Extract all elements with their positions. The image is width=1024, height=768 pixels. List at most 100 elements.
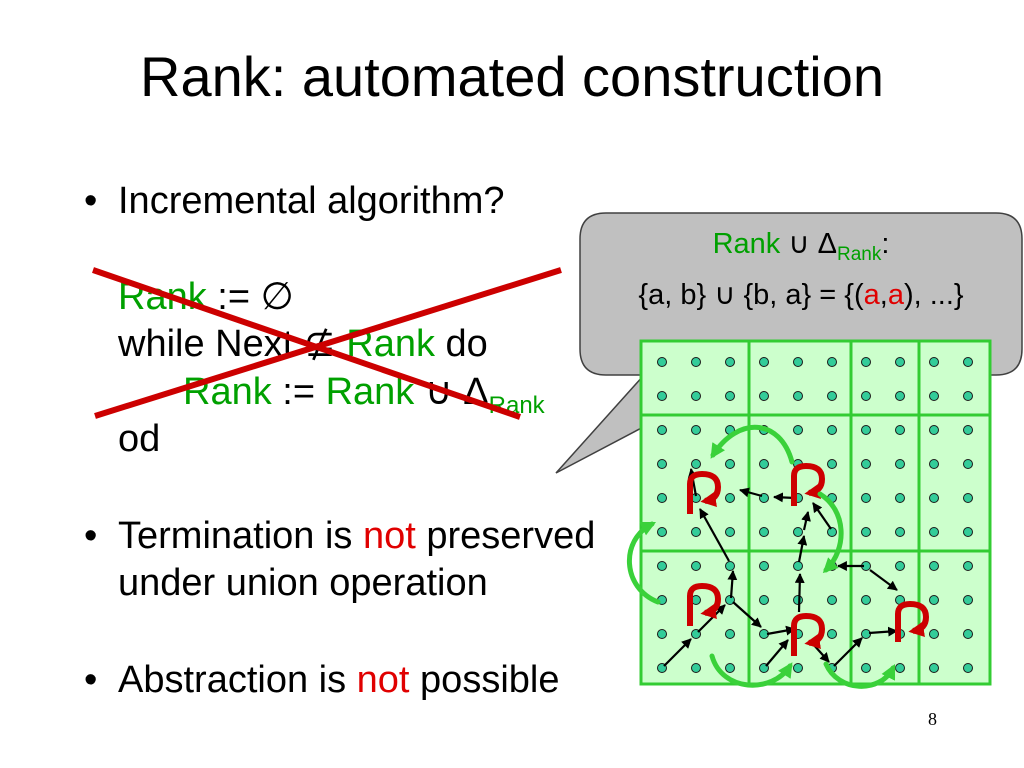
grid-dot bbox=[691, 357, 701, 367]
transition-arrow bbox=[868, 626, 898, 637]
grid-dot bbox=[929, 595, 939, 605]
do-keyword: do bbox=[445, 323, 488, 365]
transition-arrow bbox=[727, 570, 738, 599]
grid-dot bbox=[861, 561, 871, 571]
colon: : bbox=[881, 228, 890, 260]
abstract-transition-arrow bbox=[709, 653, 793, 688]
grid-dot bbox=[793, 561, 803, 571]
pair-element: a bbox=[863, 279, 880, 311]
bullet-item-abstraction: •Abstraction is not possible bbox=[84, 659, 560, 701]
transition-arrow bbox=[794, 573, 805, 613]
grid-dot bbox=[963, 561, 973, 571]
grid-dot bbox=[929, 663, 939, 673]
grid-dot bbox=[691, 527, 701, 537]
grid-dot bbox=[895, 459, 905, 469]
grid-dot bbox=[827, 663, 837, 673]
bullet-marker: • bbox=[84, 180, 98, 222]
grid-dot bbox=[895, 527, 905, 537]
grid-dot bbox=[657, 527, 667, 537]
grid-dot bbox=[657, 459, 667, 469]
bullet-text: Abstraction is bbox=[118, 659, 347, 701]
grid-dot bbox=[963, 493, 973, 503]
rank-keyword: Rank bbox=[346, 323, 435, 365]
grid-dot bbox=[759, 425, 769, 435]
transition-arrow bbox=[801, 511, 811, 531]
bullet-item-termination-continued: under union operation bbox=[118, 562, 488, 604]
grid-dot bbox=[963, 357, 973, 367]
grid-dot bbox=[827, 425, 837, 435]
grid-dot bbox=[861, 391, 871, 401]
abstract-transition-arrow bbox=[823, 661, 896, 689]
self-loop-arrow bbox=[687, 470, 722, 514]
grid-dot bbox=[691, 425, 701, 435]
grid-dot bbox=[793, 391, 803, 401]
transition-arrow bbox=[812, 502, 832, 530]
grid-dot bbox=[827, 527, 837, 537]
delta-subscript: Rank bbox=[488, 392, 545, 419]
grid-frame bbox=[639, 339, 992, 686]
abstract-transition-arrow bbox=[710, 424, 795, 465]
rank-keyword: Rank bbox=[325, 371, 415, 413]
grid-dot bbox=[793, 629, 803, 639]
self-loop-arrow bbox=[791, 612, 826, 656]
grid-dot bbox=[861, 663, 871, 673]
grid-dot bbox=[691, 493, 701, 503]
grid-dot bbox=[657, 595, 667, 605]
abstract-transition-arrow bbox=[627, 521, 661, 605]
grid-dot bbox=[861, 527, 871, 537]
grid-dot bbox=[895, 595, 905, 605]
bullet-marker: • bbox=[84, 659, 98, 701]
grid-dot bbox=[759, 629, 769, 639]
transition-arrow bbox=[869, 569, 898, 591]
transition-arrow bbox=[739, 487, 763, 498]
grid-dot bbox=[895, 663, 905, 673]
transition-arrow bbox=[833, 637, 863, 667]
grid-dot bbox=[691, 629, 701, 639]
grid-dot bbox=[793, 595, 803, 605]
grid-dot bbox=[861, 595, 871, 605]
page-number: 8 bbox=[928, 709, 937, 729]
pair-separator: , bbox=[879, 279, 888, 311]
transition-arrow bbox=[697, 604, 726, 633]
not-subset-symbol: ⊈ bbox=[303, 323, 336, 365]
grid-dot bbox=[929, 391, 939, 401]
transition-arrow bbox=[766, 625, 796, 636]
grid-dot bbox=[963, 629, 973, 639]
grid-dot bbox=[963, 459, 973, 469]
grid-dot bbox=[827, 561, 837, 571]
grid-dot bbox=[793, 527, 803, 537]
callout-line-1: Rank ∪ ΔRank: bbox=[580, 228, 1022, 265]
while-keyword: while Next bbox=[118, 323, 294, 365]
union-delta: ∪ Δ bbox=[788, 228, 837, 260]
self-loop-arrow bbox=[895, 600, 930, 642]
grid-dot bbox=[793, 425, 803, 435]
grid-dot bbox=[895, 629, 905, 639]
transition-arrow bbox=[663, 638, 692, 667]
grid-dot bbox=[929, 357, 939, 367]
algorithm-line-od: od bbox=[118, 418, 161, 460]
grid-dot bbox=[725, 561, 735, 571]
grid-dot bbox=[861, 459, 871, 469]
assign-empty: := ∅ bbox=[217, 276, 294, 318]
grid-dot bbox=[725, 595, 735, 605]
grid-dot bbox=[759, 663, 769, 673]
grid-dot bbox=[963, 595, 973, 605]
grid-dot bbox=[759, 493, 769, 503]
rank-keyword: Rank bbox=[183, 371, 272, 413]
grid-dot bbox=[963, 391, 973, 401]
grid-dot bbox=[725, 527, 735, 537]
bullet-text: possible bbox=[420, 659, 560, 701]
transition-arrow bbox=[773, 492, 796, 503]
rank-keyword: Rank bbox=[118, 276, 207, 318]
grid-dot bbox=[759, 595, 769, 605]
grid-dot bbox=[827, 493, 837, 503]
union-delta: ∪ Δ bbox=[424, 371, 489, 413]
grid-dot bbox=[657, 663, 667, 673]
grid-dot bbox=[929, 493, 939, 503]
grid-dot bbox=[657, 561, 667, 571]
grid-dot bbox=[691, 663, 701, 673]
grid-dot bbox=[895, 357, 905, 367]
grid-layer bbox=[639, 339, 992, 686]
grid-dot bbox=[793, 459, 803, 469]
grid-dot bbox=[963, 425, 973, 435]
